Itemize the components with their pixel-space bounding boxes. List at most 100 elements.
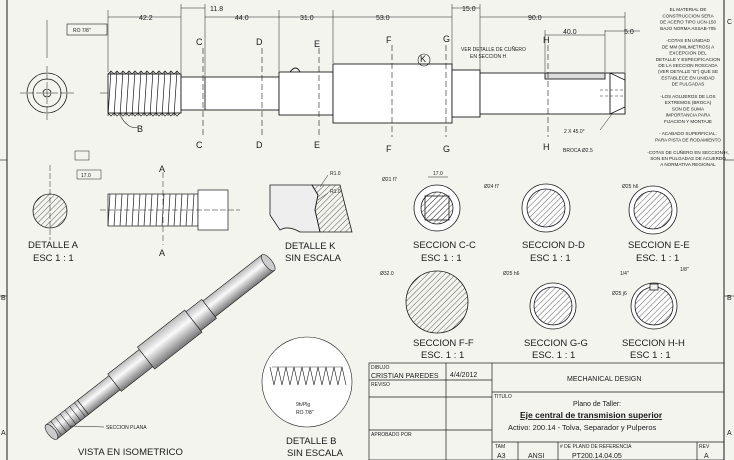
dim-17-a: 17.0 [81,173,91,179]
marker-h-top: H [543,35,550,45]
end-view [20,20,108,120]
standard-value: ANSI [528,453,544,460]
titulo-label: TITULO [494,394,512,400]
marker-c-top: C [196,37,203,47]
dim-5: 5.0 [624,29,634,36]
zone-a-right: A [727,430,732,437]
note-line: ESTABLECE EN UNIDAD [661,75,715,80]
seccion-hh-scale: ESC 1 : 1 [630,350,671,361]
seccion-plana-leader [69,425,105,428]
zone-a-left: A [1,430,6,437]
drawing-title: Eje central de transmision superior [520,410,663,420]
note-line: A NORMATIVA REGIONAL [660,162,716,167]
seccion-plana-label: SECCION PLANA [106,425,147,431]
dibujo-label: DIBUJO [371,365,389,371]
note-line: SON EN PULGADAS DE ACUERDO [650,156,726,161]
dibujo-name: CRISTIAN PAREDES [371,373,439,380]
detail-a [32,150,102,240]
note-line: DE MM (MILIMETROS) A [662,44,715,49]
note-line: DE LA SECCION ROSCADA [658,63,718,68]
chamfer-leader [599,113,613,131]
section-ff [405,270,469,334]
seccion-cc-title: SECCION C-C [413,240,476,251]
seccion-ff-title: SECCION F-F [413,338,474,349]
section-gg [529,282,577,330]
marker-k: K [420,54,426,64]
company-name: MECHANICAL DESIGN [567,376,641,383]
note-line: BAJO NORMA ASSAB-705 [660,26,716,31]
marker-d-bottom: D [256,140,263,150]
title-block [368,362,725,460]
marker-g-bottom: G [443,144,450,154]
note-line: EXTREMOS (BROCA) [665,100,712,105]
detalle-k-scale: SIN ESCALA [285,253,342,264]
detail-b-leader [119,114,139,128]
detalle-b-scale: SIN ESCALA [287,448,344,459]
hilos-dim: 9h/Plg [296,402,310,408]
dim-40: 40.0 [563,29,577,36]
note-line: (VER DETALLE "B") QUE SE [658,69,718,74]
seccion-hh-title: SECCION H-H [622,338,685,349]
note-line: FIJACION Y MONTAJE [664,119,712,124]
dim-17-c: 17.0 [433,171,443,177]
dim-r1-a: R1.0 [330,171,341,177]
dim-25j6: Ø25 j6 [612,291,627,297]
tam-value: A3 [497,453,506,460]
ver-detalle-1: VER DETALLE DE CUÑERO [461,46,526,53]
seccion-dd-scale: ESC 1 : 1 [530,253,571,264]
zone-b-left: B [1,295,6,302]
ro78-dim: RO 7/8" [296,410,314,416]
detail-k-circle [417,53,431,67]
detalle-k-title: DETALLE K [285,241,336,252]
ref-value: PT200.14.04.05 [572,453,622,460]
note-line: IMPORTANCIA PARA [666,113,712,118]
aprobado-label: APROBADO POR [371,432,412,438]
note-line: DE PULGADAS [672,82,705,87]
dim-1-8: 1/8" [680,267,689,273]
dim-25h6-b: Ø25 h6 [503,271,520,277]
detalle-b-title: DETALLE B [286,436,337,447]
seccion-gg-scale: ESC. 1 : 1 [532,350,575,361]
note-line: -COTAS DE CUÑERO EN SECCION H, [647,149,729,155]
dim-1-4: 1/4" [620,271,629,277]
dim-31: 31.0 [300,15,314,22]
thread-callout: RO 7/8" [73,28,91,34]
thread-side-view [100,172,240,245]
shaft-main-view [100,63,626,124]
dim-11-8: 11.8 [210,6,223,13]
dim-53: 53.0 [376,15,390,22]
dim-24f7: Ø24 f7 [484,184,499,190]
detail-b [261,336,353,428]
isometric-shaft [44,254,276,440]
broca-note: BROCA Ø2.5 [563,148,593,154]
seccion-cc-scale: ESC 1 : 1 [421,253,462,264]
detail-k [269,174,353,233]
note-line: -LOS AGUJEROS DE LOS [660,94,715,99]
isometrico-title: VISTA EN ISOMETRICO [78,447,183,458]
seccion-ee-scale: ESC. 1 : 1 [636,253,679,264]
section-dd [521,183,571,233]
reviso-label: REVISO [371,382,390,388]
dim-15: 15.0 [462,6,476,13]
seccion-gg-title: SECCION G-G [524,338,588,349]
note-line: PARA PISTA DE RODAMIENTO [655,137,721,142]
ver-detalle-2: EN SECCION H [470,54,507,60]
marker-d-top: D [256,37,263,47]
dim-32: Ø32.0 [380,271,394,277]
seccion-dd-title: SECCION D-D [522,240,585,251]
marker-a-bottom: A [159,248,165,258]
chamfer-note: 2 X 45.0° [564,129,585,135]
note-line: DE ACERO TIPO UCN-150 [660,20,717,25]
marker-e-top: E [314,39,320,49]
cutting-planes [202,45,549,137]
detalle-a-title: DETALLE A [28,240,79,251]
dibujo-fecha: 4/4/2012 [450,372,477,379]
rev-label: REV [699,444,710,450]
marker-g-top: G [443,34,450,44]
ref-label: # DE PLANO DE REFERENCIA [560,444,632,450]
section-cc [413,176,461,232]
marker-b: B [137,124,143,134]
